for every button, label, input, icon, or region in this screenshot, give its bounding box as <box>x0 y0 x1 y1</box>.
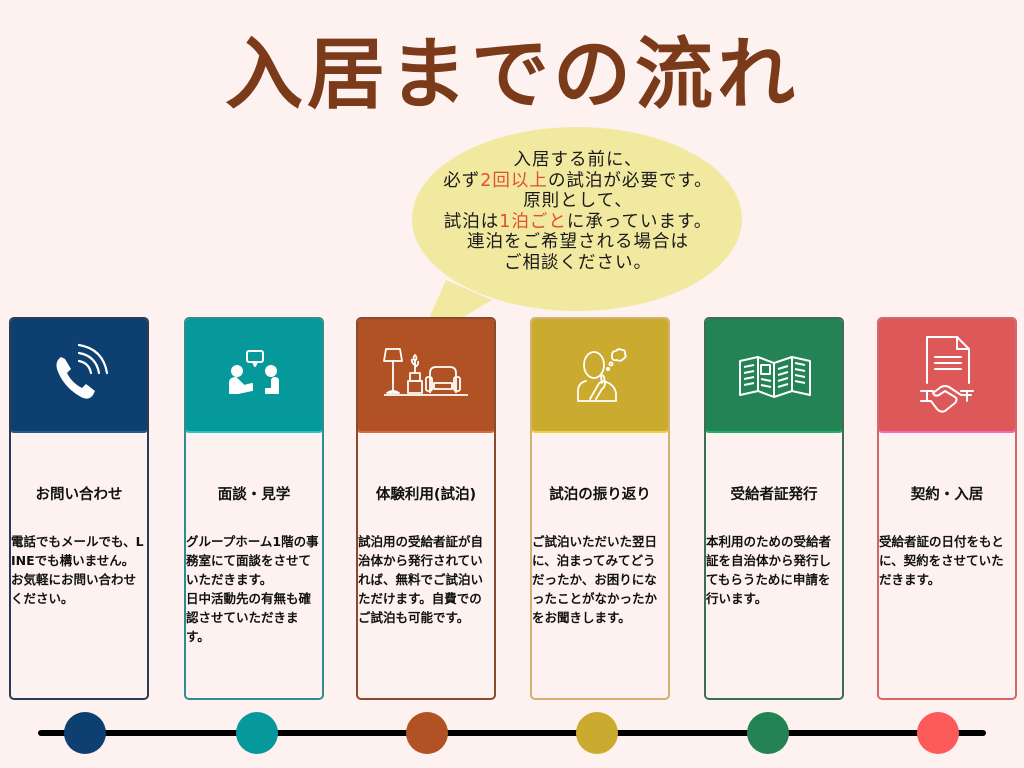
card-title: 面談・見学 <box>217 487 291 503</box>
bubble-line: 連泊をご希望される場合は <box>413 232 743 253</box>
bubble-line: 試泊は1泊ごとに承っています。 <box>413 212 743 233</box>
timeline-dot-3 <box>406 712 448 754</box>
highlight-text: 1泊ごと <box>499 211 567 232</box>
card-header <box>532 319 668 433</box>
meeting-icon <box>229 350 279 394</box>
bubble-line: ご相談ください。 <box>413 253 743 274</box>
card-description: 本利用のための受給者証を自治体から発行してもらうために申請を行います。 <box>706 534 832 606</box>
card-description: 試泊用の受給者証が自治体から発行されていれば、無料でご試泊いただけます。自費での… <box>358 534 484 625</box>
step-card-interview: 面談・見学 グループホーム1階の事務室にて面談をさせていただきます。 日中活動先… <box>184 317 324 700</box>
contract-handshake-icon <box>920 336 974 413</box>
bubble-text-part: 原則として、 <box>523 191 633 211</box>
bubble-text-part: の試泊が必要です。 <box>547 170 713 191</box>
living-room-icon <box>383 348 468 396</box>
card-header <box>11 319 147 433</box>
timeline-dot-1 <box>64 712 106 754</box>
card-description: グループホーム1階の事務室にて面談をさせていただきます。 日中活動先の有無も確認… <box>186 534 319 644</box>
card-header <box>358 319 494 433</box>
bubble-text-part: 必ず <box>443 170 481 191</box>
bubble-text-part: 試泊は <box>443 211 500 232</box>
bubble-line: 原則として、 <box>413 191 743 212</box>
step-card-contract: 契約・入居 受給者証の日付をもとに、契約をさせていただきます。 <box>877 317 1017 700</box>
timeline-line <box>38 730 986 736</box>
timeline-dot-5 <box>747 712 789 754</box>
brochure-icon <box>739 356 811 398</box>
timeline-dot-6 <box>917 712 959 754</box>
card-description: 電話でもメールでも、LINEでも構いません。お気軽にお問い合わせください。 <box>11 534 144 606</box>
step-card-review: 試泊の振り返り ご試泊いただいた翌日に、泊まってみてどうだったか、お困りになった… <box>530 317 670 700</box>
page-title: 入居までの流れ <box>224 30 799 120</box>
bubble-text-part: に承っています。 <box>566 211 713 232</box>
step-card-trial-stay: 体験利用(試泊) 試泊用の受給者証が自治体から発行されていれば、無料でご試泊いた… <box>356 317 496 700</box>
card-header <box>879 319 1015 433</box>
timeline-dot-4 <box>576 712 618 754</box>
card-title: 契約・入居 <box>910 487 984 503</box>
step-card-certificate: 受給者証発行 本利用のための受給者証を自治体から発行してもらうために申請を行いま… <box>704 317 844 700</box>
bubble-text-part: ご相談ください。 <box>504 252 652 273</box>
phone-icon <box>56 343 109 399</box>
card-title: 試泊の振り返り <box>549 487 651 503</box>
speech-bubble-text: 入居する前に、 必ず2回以上の試泊が必要です。 原則として、 試泊は1泊ごとに承… <box>413 150 743 273</box>
highlight-text: 2回以上 <box>480 170 548 191</box>
card-description: ご試泊いただいた翌日に、泊まってみてどうだったか、お困りになったことがなかったか… <box>532 534 658 625</box>
bubble-text-part: 入居する前に、 <box>513 150 643 170</box>
card-header <box>706 319 842 433</box>
card-title: お問い合わせ <box>35 487 123 503</box>
step-card-inquiry: お問い合わせ 電話でもメールでも、LINEでも構いません。お気軽にお問い合わせく… <box>9 317 149 700</box>
timeline-dot-2 <box>236 712 278 754</box>
card-header <box>186 319 322 433</box>
bubble-line: 入居する前に、 <box>413 150 743 171</box>
card-title: 受給者証発行 <box>730 487 818 503</box>
bubble-text-part: 連泊をご希望される場合は <box>467 232 689 252</box>
bubble-line: 必ず2回以上の試泊が必要です。 <box>413 171 743 192</box>
card-title: 体験利用(試泊) <box>375 487 477 503</box>
thinking-person-icon <box>577 348 627 402</box>
card-description: 受給者証の日付をもとに、契約をさせていただきます。 <box>879 534 1004 587</box>
